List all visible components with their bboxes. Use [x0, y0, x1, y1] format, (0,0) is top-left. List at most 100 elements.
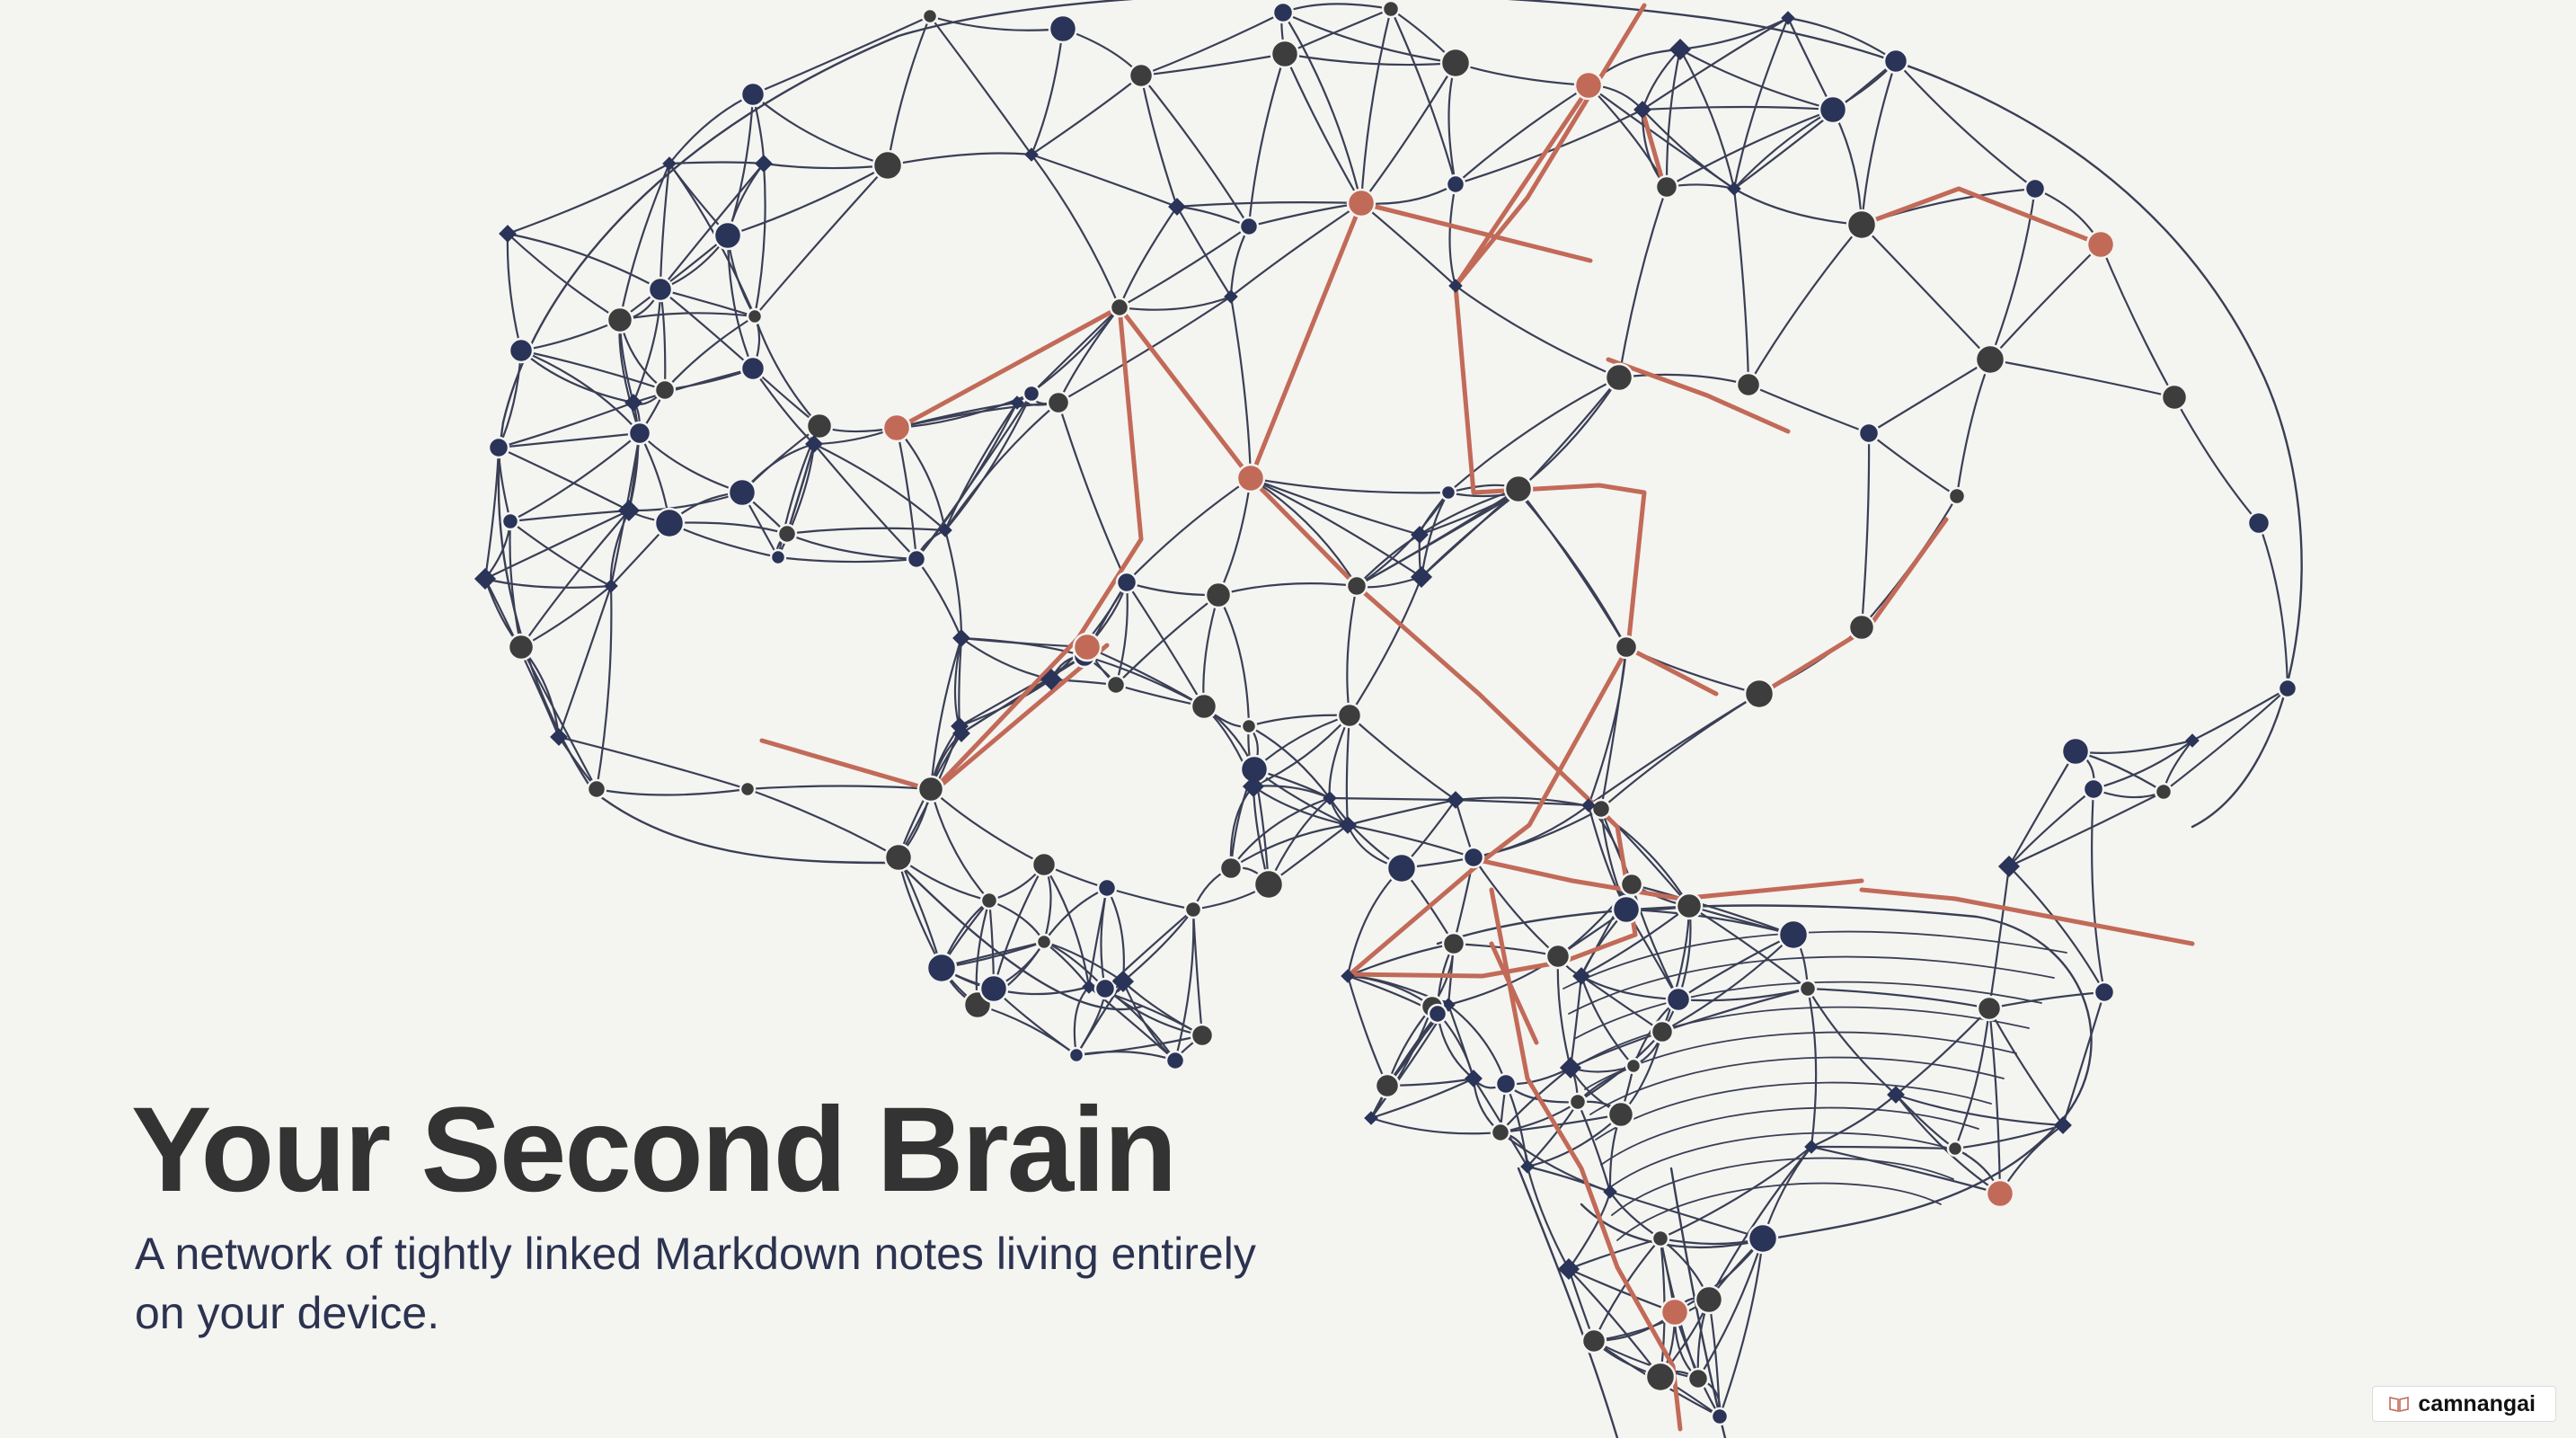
network-node-diamond: [805, 435, 823, 453]
network-node-diamond: [1410, 565, 1433, 589]
network-node: [647, 276, 674, 303]
network-node: [653, 378, 677, 402]
network-node: [769, 548, 787, 566]
network-node: [925, 952, 958, 984]
network-node: [2160, 383, 2189, 412]
network-node: [1441, 931, 1466, 956]
network-node-diamond: [1804, 1140, 1819, 1154]
network-node-diamond: [2054, 1116, 2072, 1134]
network-node-diamond: [1581, 798, 1596, 812]
network-node-diamond: [550, 728, 568, 746]
network-node: [1947, 486, 1967, 506]
network-node-diamond: [1887, 1086, 1905, 1104]
network-node: [507, 633, 536, 661]
network-node-diamond: [1781, 11, 1795, 25]
network-node: [653, 507, 686, 539]
network-node: [739, 81, 766, 108]
network-node-diamond: [1364, 1111, 1378, 1125]
network-node: [1590, 798, 1612, 820]
network-node: [1238, 216, 1260, 237]
network-node: [2246, 510, 2271, 536]
network-node: [805, 412, 834, 440]
network-node-diamond: [1341, 969, 1355, 983]
network-node: [1190, 1023, 1215, 1048]
network-node: [1109, 297, 1130, 318]
network-node: [1614, 635, 1639, 660]
network-node-highlight: [1985, 1178, 2015, 1209]
network-node: [2082, 777, 2105, 801]
network-node-diamond: [1557, 1257, 1580, 1281]
network-node: [1093, 977, 1117, 1000]
network-node: [921, 7, 939, 25]
book-icon: [2389, 1397, 2410, 1412]
network-node-diamond: [1323, 791, 1337, 805]
network-node: [1974, 343, 2006, 376]
network-node-diamond: [1339, 816, 1357, 834]
network-node: [1240, 717, 1258, 735]
network-node: [1336, 702, 1363, 729]
network-node-diamond: [662, 156, 677, 171]
network-node: [1665, 986, 1692, 1013]
network-node: [1381, 0, 1401, 19]
network-node: [1048, 13, 1078, 44]
network-node: [1846, 209, 1878, 241]
network-node: [1067, 1046, 1085, 1064]
network-node: [978, 973, 1009, 1004]
network-node: [979, 891, 999, 910]
network-node-diamond: [1633, 101, 1651, 119]
slide-title: Your Second Brain: [131, 1083, 1177, 1217]
network-node: [2093, 981, 2116, 1004]
network-node: [1545, 943, 1571, 970]
network-node: [1494, 1072, 1518, 1096]
network-node: [746, 307, 764, 325]
network-node-highlight: [1660, 1297, 1690, 1327]
network-node-diamond: [1465, 1070, 1483, 1087]
network-node: [906, 548, 927, 570]
network-nodes: [474, 0, 2298, 1426]
network-node: [1164, 1050, 1186, 1071]
network-node: [1735, 371, 1762, 398]
network-node: [727, 477, 757, 508]
network-node-diamond: [1040, 668, 1063, 691]
network-node: [739, 780, 757, 798]
network-node-highlight: [1573, 70, 1604, 101]
network-node: [713, 220, 743, 251]
network-node-diamond: [952, 629, 970, 647]
network-node-diamond: [1010, 395, 1024, 410]
network-node: [1777, 919, 1810, 951]
network-node: [2023, 177, 2047, 200]
network-node: [1046, 390, 1071, 415]
network-node-diamond: [1572, 967, 1590, 985]
network-node-diamond: [1411, 526, 1429, 544]
watermark-text: camnangai: [2418, 1390, 2536, 1416]
network-node: [1490, 1122, 1511, 1143]
network-node: [883, 842, 914, 873]
network-node-diamond: [1669, 38, 1692, 61]
network-node-diamond: [1168, 198, 1186, 216]
network-node: [1607, 1100, 1635, 1129]
network-node: [1847, 613, 1876, 642]
network-node-diamond: [1082, 980, 1096, 994]
network-node: [1604, 362, 1634, 393]
network-node: [586, 778, 607, 800]
network-node: [739, 355, 766, 382]
network-node-highlight: [1072, 632, 1102, 662]
network-node: [1976, 995, 2003, 1022]
network-node-highlight: [2085, 229, 2116, 260]
network-node: [1115, 571, 1138, 594]
network-node-diamond: [1559, 1056, 1582, 1079]
network-node: [1022, 384, 1041, 404]
network-node: [1218, 856, 1244, 881]
network-node-diamond: [1727, 182, 1741, 196]
network-node: [1857, 422, 1881, 445]
network-node-diamond: [1603, 1185, 1617, 1199]
network-node-diamond: [1111, 970, 1135, 993]
network-node: [1503, 474, 1534, 504]
network-node-diamond: [474, 567, 497, 590]
network-node: [1183, 900, 1203, 919]
network-node: [2060, 736, 2091, 767]
network-node: [1580, 1327, 1607, 1354]
network-node: [1445, 173, 1466, 195]
network-node: [872, 149, 904, 182]
network-node: [508, 337, 535, 364]
